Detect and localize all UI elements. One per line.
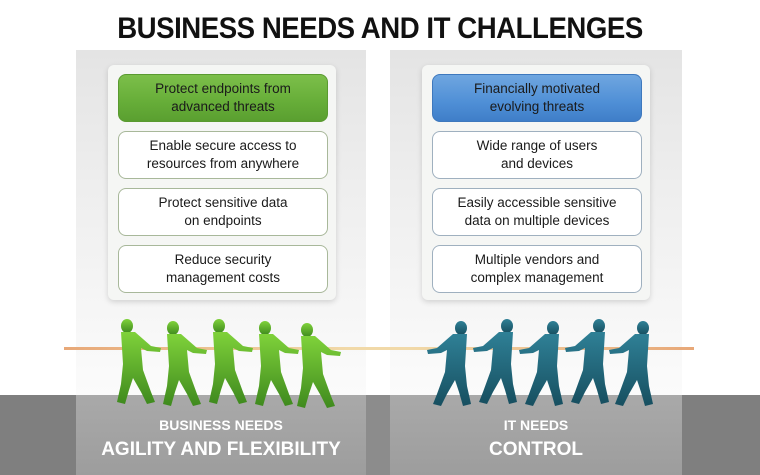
floor-divider <box>366 395 390 475</box>
pulling-people-green-icon <box>117 319 341 408</box>
center-light-beam <box>366 50 390 395</box>
pulling-people-teal-icon <box>427 319 653 406</box>
it-label-main: CONTROL <box>489 439 583 460</box>
page-title: BUSINESS NEEDS AND IT CHALLENGES <box>117 12 643 45</box>
it-label-block: IT NEEDS CONTROL <box>390 395 682 475</box>
tug-of-war-rope <box>64 347 694 350</box>
it-label-sub: IT NEEDS <box>503 417 569 433</box>
it-team-figures <box>420 318 655 410</box>
business-label-block: BUSINESS NEEDS AGILITY AND FLEXIBILITY <box>76 395 366 475</box>
business-label-main: AGILITY AND FLEXIBILITY <box>101 439 341 460</box>
business-team-figures <box>115 318 350 410</box>
business-label-sub: BUSINESS NEEDS <box>159 417 283 433</box>
